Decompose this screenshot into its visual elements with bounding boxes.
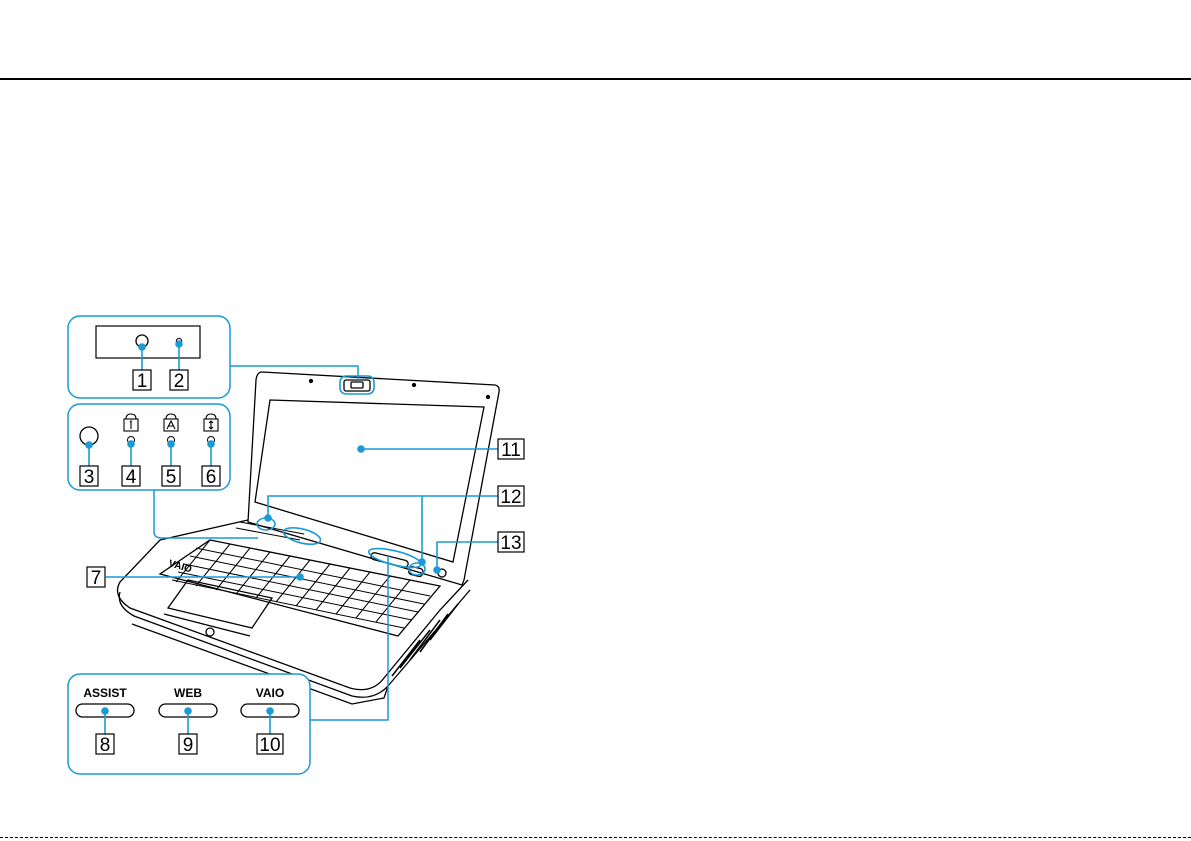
callout-7: 7: [87, 567, 105, 589]
svg-text:13: 13: [500, 533, 521, 554]
svg-text:2: 2: [174, 371, 185, 392]
callout-5: 5: [162, 466, 180, 488]
callout-1: 1: [133, 370, 151, 392]
svg-text:3: 3: [84, 467, 95, 488]
svg-text:8: 8: [100, 735, 111, 756]
highlight-outlines: [257, 376, 425, 575]
callout-8: 8: [96, 734, 114, 756]
callout-11: 11: [498, 439, 524, 461]
svg-text:4: 4: [126, 467, 137, 488]
callout-2: 2: [170, 370, 188, 392]
web-label: WEB: [174, 686, 202, 700]
callout-10: 10: [257, 734, 283, 756]
callout-6: 6: [202, 466, 220, 488]
svg-text:1: 1: [137, 371, 148, 392]
touchpad: [168, 580, 272, 628]
svg-text:5: 5: [166, 467, 177, 488]
camera-panel: [68, 316, 358, 398]
svg-text:7: 7: [91, 568, 102, 589]
svg-text:9: 9: [183, 735, 194, 756]
footer-rule: [0, 837, 1191, 838]
callout-3: 3: [80, 466, 98, 488]
callout-4: 4: [122, 466, 140, 488]
callout-12: 12: [498, 486, 524, 508]
vaio-label: VAIO: [256, 686, 284, 700]
svg-text:12: 12: [500, 487, 521, 508]
fingerprint-icon: [206, 628, 214, 636]
svg-text:10: 10: [259, 735, 280, 756]
assist-label: ASSIST: [83, 686, 127, 700]
svg-text:6: 6: [206, 467, 217, 488]
callout-13: 13: [498, 532, 524, 554]
svg-text:11: 11: [501, 440, 521, 461]
callout-9: 9: [179, 734, 197, 756]
